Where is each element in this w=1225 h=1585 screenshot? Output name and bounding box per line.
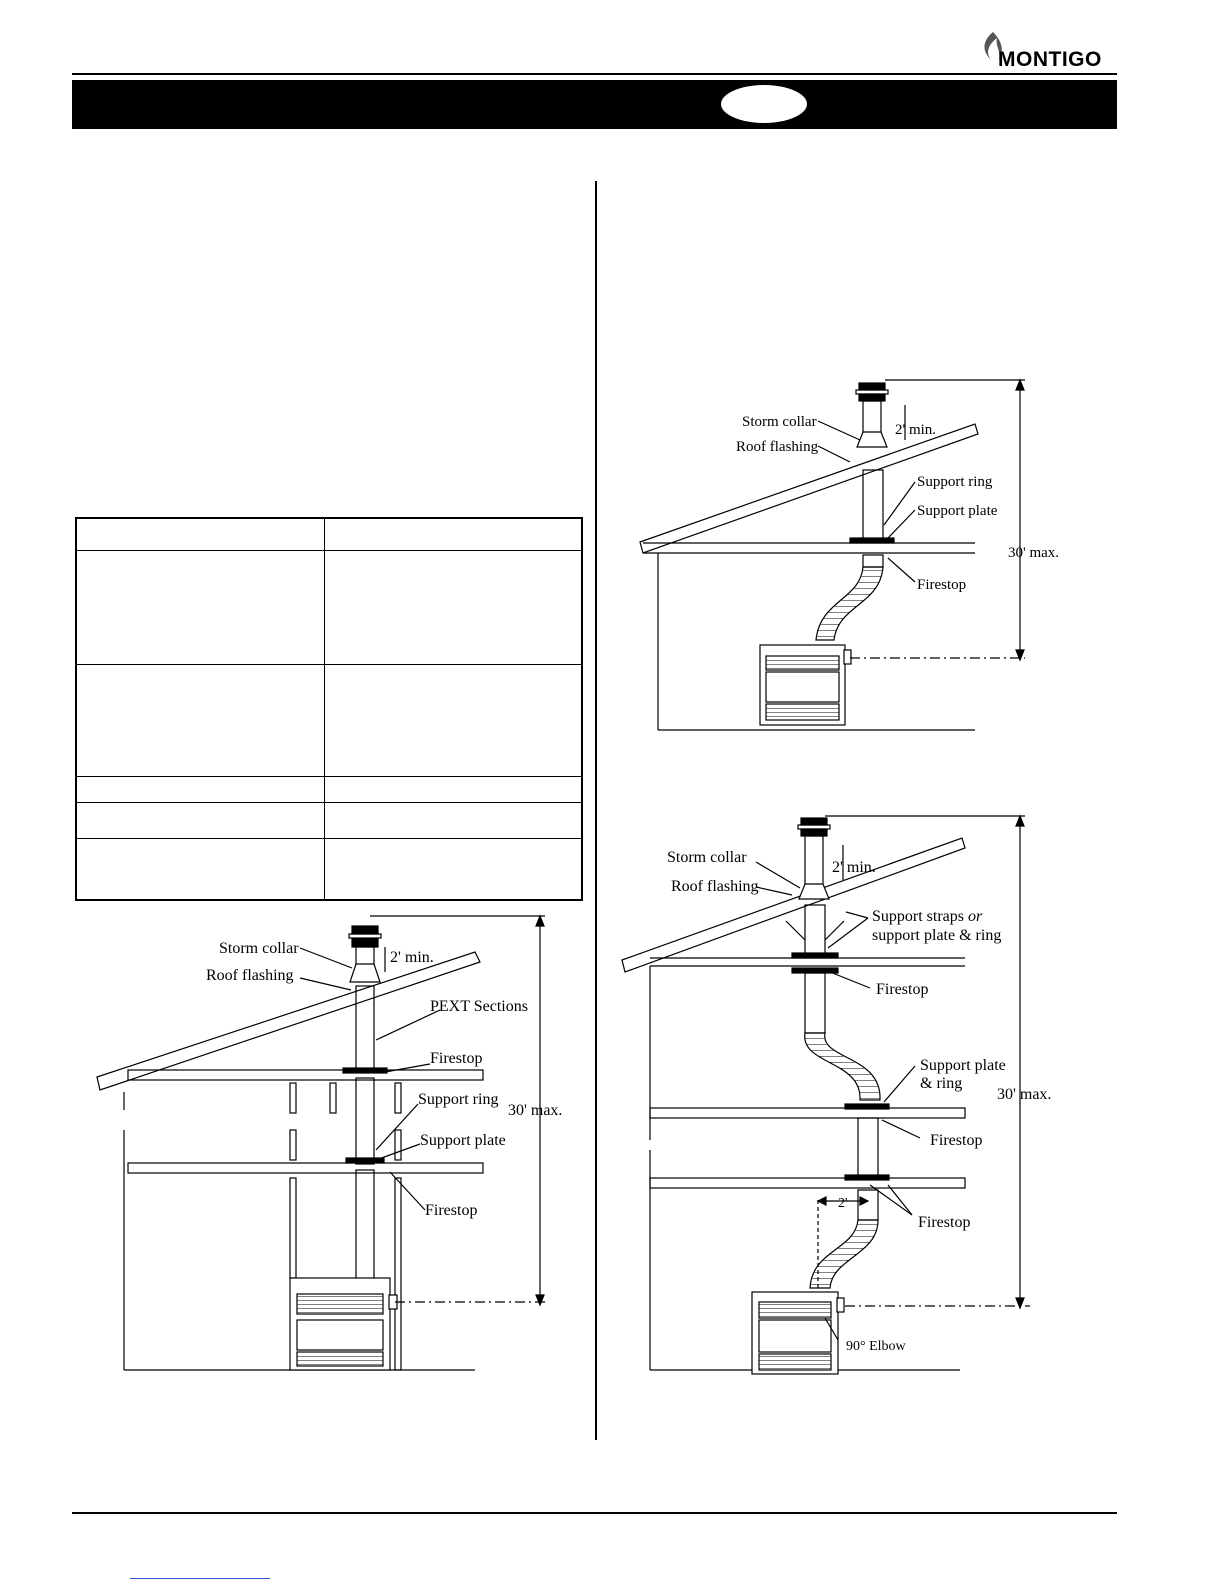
top-right-vent-figure [639,378,1025,731]
label-and-ring: & ring [920,1075,962,1092]
label-roof-flashing: Roof flashing [206,967,294,984]
label-thirty-max: 30' max. [1008,545,1059,561]
label-roof-flashing: Roof flashing [671,878,759,895]
label-support-ring: Support ring [917,474,993,490]
table-row-line [77,838,581,839]
table-row-line [77,776,581,777]
label-support-plate: Support plate [420,1132,506,1149]
label-storm-collar: Storm collar [667,849,747,866]
label-storm-collar: Storm collar [219,940,299,957]
roof [621,837,966,973]
label-firestop-3: Firestop [918,1214,970,1231]
label-thirty-max: 30' max. [508,1102,562,1119]
label-firestop-2: Firestop [930,1132,982,1149]
label-two-ft: 2' [838,1196,848,1211]
table-row-line [77,550,581,551]
ceiling-beam [127,1069,484,1081]
spec-table [75,517,583,901]
label-two-min: 2' min. [895,422,936,438]
table-row-line [77,802,581,803]
label-pext-sections: PEXT Sections [430,998,528,1015]
label-support-straps: Support straps or [872,908,983,925]
label-firestop: Firestop [430,1050,482,1067]
roof [96,951,481,1091]
table-row-line [77,664,581,665]
montigo-logo [984,32,1002,60]
footer-link-underline[interactable] [130,1578,270,1579]
bottom-right-vent-figure [621,814,1030,1375]
label-support-plate: Support plate [920,1057,1006,1074]
label-firestop-1: Firestop [876,981,928,998]
label-firestop-bottom: Firestop [425,1202,477,1219]
label-support-plate: Support plate [917,503,998,519]
label-support-ring: Support ring [418,1091,498,1108]
table-column-divider [324,519,325,899]
header-rule [72,73,1117,75]
footer-rule [72,1512,1117,1514]
label-two-min: 2' min. [832,859,876,876]
left-vent-figure [96,914,545,1371]
label-roof-flashing: Roof flashing [736,439,819,455]
label-elbow: 90° Elbow [846,1339,907,1354]
roof [639,423,979,554]
label-two-min: 2' min. [390,949,434,966]
logo-text: MONTIGO [998,48,1102,71]
label-storm-collar: Storm collar [742,414,817,430]
label-support-plate-ring: support plate & ring [872,927,1001,944]
column-divider [595,181,597,1440]
floor-beam [127,1162,484,1174]
label-thirty-max: 30' max. [997,1086,1051,1103]
header-bar [72,80,1117,129]
label-firestop: Firestop [917,577,966,593]
header-page-oval [721,85,807,123]
